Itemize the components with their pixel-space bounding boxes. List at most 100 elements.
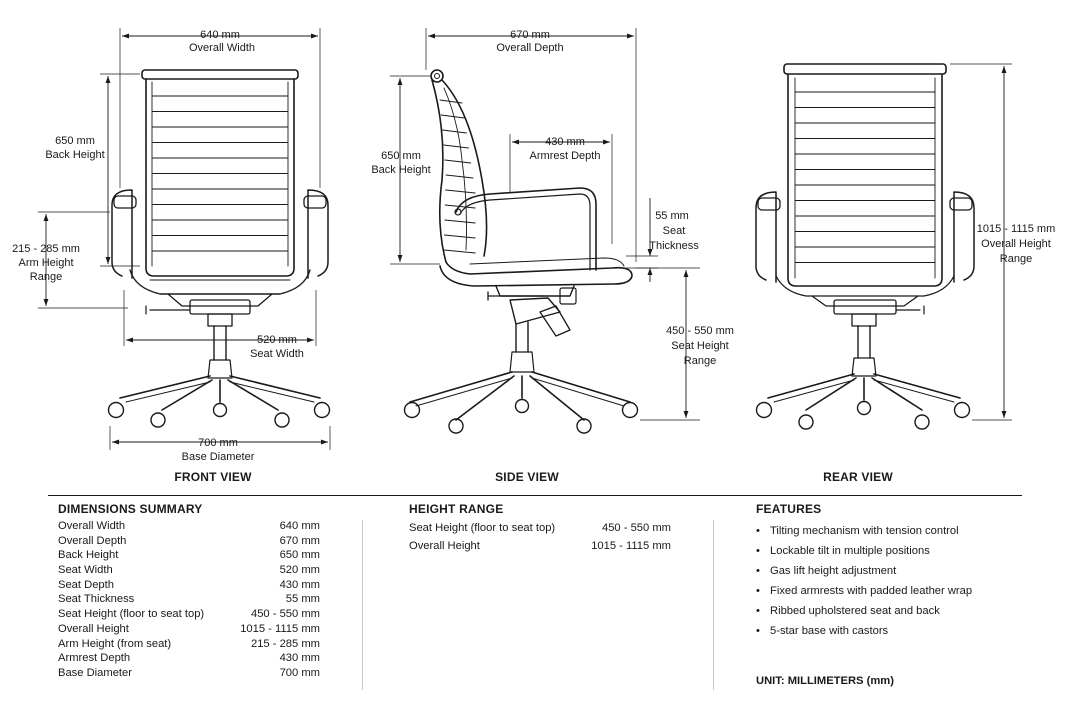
feature-item: Tilting mechanism with tension control	[756, 521, 1056, 541]
rib-line	[441, 129, 467, 134]
summary-label: Armrest Depth	[58, 652, 131, 665]
side-back-height-label: Back Height	[371, 164, 430, 176]
front-view-chair	[107, 69, 331, 428]
side-armrest-depth-value: 430 mm	[545, 136, 585, 148]
front-back-ribs	[151, 95, 289, 252]
features: FEATURES Tilting mechanism with tension …	[756, 500, 1056, 641]
side-view-chair	[403, 69, 639, 434]
summary-row: Seat Width 520 mm	[58, 563, 320, 578]
rib-line	[443, 249, 476, 254]
front-arm-height-label: Arm Height	[18, 257, 73, 269]
rib-line	[440, 114, 465, 119]
side-depth-label: Overall Depth	[496, 42, 563, 54]
rear-castors	[755, 400, 971, 430]
feature-item: Ribbed upholstered seat and back	[756, 601, 1056, 621]
front-arm-height-value: 215 - 285 mm	[12, 243, 80, 255]
summary-row: Overall Width 640 mm	[58, 519, 320, 534]
summary-label: Overall Height	[58, 622, 129, 635]
side-armrest-depth-label: Armrest Depth	[530, 150, 601, 162]
summary-value: 430 mm	[279, 652, 320, 665]
rib-line	[443, 234, 476, 239]
height-range-label: Overall Height	[409, 540, 480, 552]
height-range-rows: Seat Height (floor to seat top) 450 - 550…	[409, 519, 671, 555]
features-title: FEATURES	[756, 502, 822, 516]
side-dimensions: 670 mm Overall Depth 650 mm Back Height …	[371, 28, 734, 421]
rib-line	[443, 144, 470, 149]
summary-value: 430 mm	[279, 578, 320, 591]
height-range-value: 450 - 550 mm	[601, 522, 671, 534]
summary-row: Seat Height (floor to seat top) 450 - 550…	[58, 607, 320, 622]
summary-value: 215 - 285 mm	[250, 637, 320, 650]
height-range-title: HEIGHT RANGE	[409, 502, 504, 516]
side-depth-value: 670 mm	[510, 29, 550, 41]
feature-item: Gas lift height adjustment	[756, 561, 1056, 581]
rear-view-title: REAR VIEW	[823, 470, 893, 484]
front-width-label: Overall Width	[189, 42, 255, 54]
summary-row: Arm Height (from seat) 215 - 285 mm	[58, 637, 320, 652]
rib-line	[445, 189, 476, 194]
summary-value: 640 mm	[279, 520, 320, 532]
feature-item: 5-star base with castors	[756, 621, 1056, 641]
front-base-diameter-label: Base Diameter	[182, 451, 255, 463]
summary-row: Seat Depth 430 mm	[58, 578, 320, 593]
side-seat-thickness-value: 55 mm	[655, 210, 689, 222]
side-seat-thickness-label2: Thickness	[649, 240, 699, 252]
rib-line	[439, 99, 463, 104]
side-seat-thickness-label: Seat	[663, 225, 686, 237]
front-back-height-value: 650 mm	[55, 135, 95, 147]
summary-value: 670 mm	[279, 534, 320, 547]
height-range-row: Overall Height 1015 - 1115 mm	[409, 537, 671, 555]
summary-value: 520 mm	[279, 564, 320, 577]
front-seat-width-label: Seat Width	[250, 348, 304, 360]
front-back-height-label: Back Height	[45, 149, 104, 161]
summary-value: 450 - 550 mm	[250, 608, 320, 621]
rear-back-ribs	[794, 91, 936, 263]
summary-row: Back Height 650 mm	[58, 548, 320, 563]
summary-label: Overall Width	[58, 520, 126, 532]
side-seat-height-range: Range	[684, 355, 716, 367]
technical-drawing: 640 mm Overall Width 650 mm Back Height …	[12, 28, 1055, 484]
rear-dimensions: 1015 - 1115 mm Overall Height Range	[950, 63, 1055, 421]
rear-overall-height-range: Range	[1000, 253, 1032, 265]
summary-label: Seat Width	[58, 564, 113, 577]
summary-label: Arm Height (from seat)	[58, 637, 172, 650]
summary-row: Overall Depth 670 mm	[58, 534, 320, 549]
side-view-title: SIDE VIEW	[495, 470, 559, 484]
rib-line	[445, 174, 474, 179]
features-list: Tilting mechanism with tension controlLo…	[756, 521, 1056, 641]
rib-line	[444, 159, 472, 164]
side-seat-height-label: Seat Height	[671, 340, 728, 352]
side-seat-height-value: 450 - 550 mm	[666, 325, 734, 337]
feature-item: Fixed armrests with padded leather wrap	[756, 581, 1056, 601]
summary-value: 700 mm	[279, 666, 320, 679]
rib-line	[444, 219, 476, 224]
height-range-value: 1015 - 1115 mm	[591, 540, 671, 552]
side-back-height-value: 650 mm	[381, 150, 421, 162]
summary-label: Overall Depth	[58, 534, 127, 547]
summary-label: Seat Depth	[58, 578, 114, 591]
section-divider	[48, 495, 1022, 496]
front-castors	[107, 401, 331, 428]
side-back-ribs	[439, 99, 476, 254]
summary-value: 650 mm	[279, 549, 320, 562]
column-divider-1	[362, 520, 363, 690]
front-view-title: FRONT VIEW	[174, 470, 252, 484]
height-range-row: Seat Height (floor to seat top) 450 - 550…	[409, 519, 671, 537]
summary-label: Back Height	[58, 549, 119, 562]
summary-label: Seat Height (floor to seat top)	[58, 608, 205, 621]
summary-value: 1015 - 1115 mm	[240, 622, 320, 635]
dimensions-summary-title: DIMENSIONS SUMMARY	[58, 502, 203, 516]
front-dimensions: 640 mm Overall Width 650 mm Back Height …	[12, 28, 331, 463]
unit-note: UNIT: MILLIMETERS (mm)	[756, 675, 894, 687]
rib-line	[444, 204, 476, 209]
side-castors	[403, 398, 639, 434]
front-width-value: 640 mm	[200, 29, 240, 41]
summary-row: Armrest Depth 430 mm	[58, 651, 320, 666]
height-range-label: Seat Height (floor to seat top)	[409, 522, 556, 534]
front-base-diameter-value: 700 mm	[198, 437, 238, 449]
